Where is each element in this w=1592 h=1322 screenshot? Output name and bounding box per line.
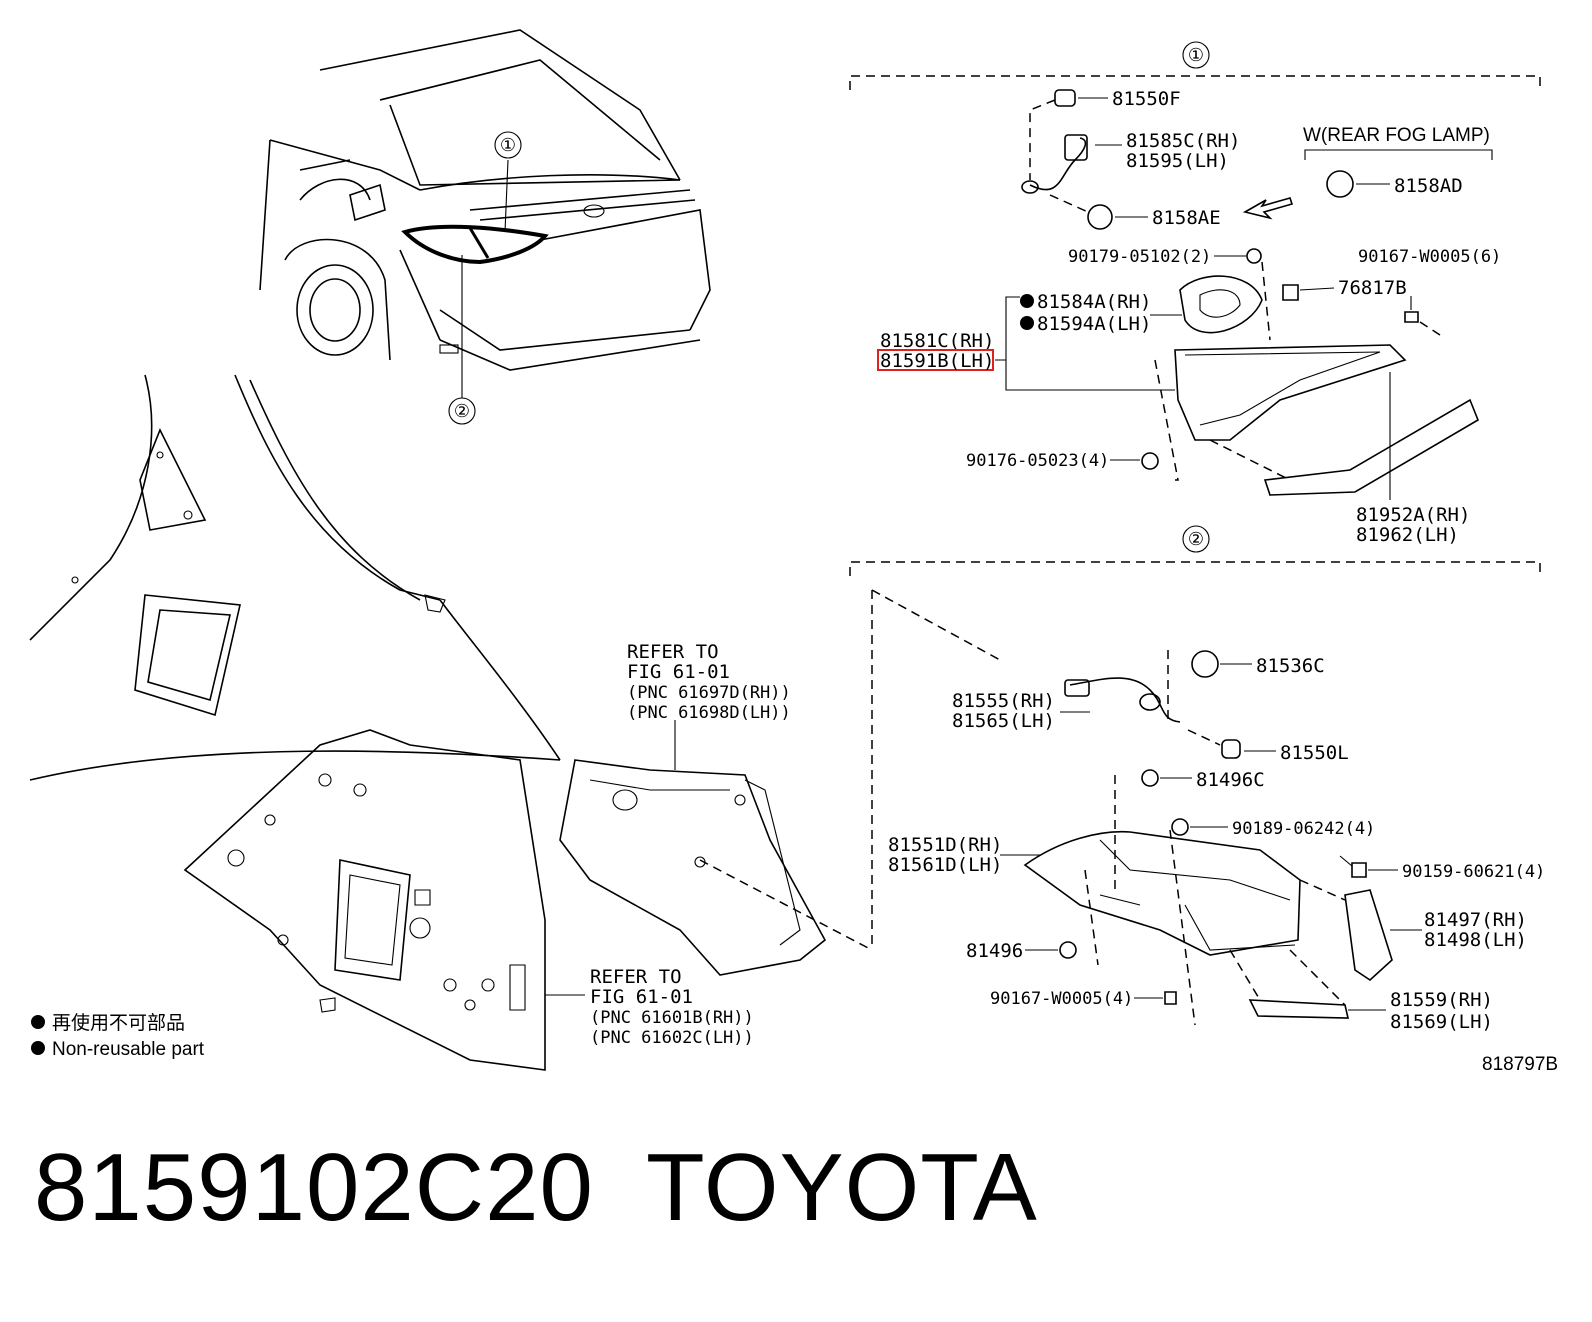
label-81536C: 81536C — [1256, 655, 1325, 677]
label-81585C: 81585C(RH) — [1126, 130, 1240, 152]
refer-lower-line1: REFER TO — [590, 966, 682, 988]
legend: 再使用不可部品 Non-reusable part — [31, 1012, 205, 1060]
label-81497: 81497(RH) — [1424, 909, 1527, 931]
refer-upper-line4: (PNC 61698D(LH)) — [627, 703, 791, 723]
callout-2-number: ② — [454, 401, 470, 421]
rear-fog-lamp-note: W(REAR FOG LAMP) — [1303, 125, 1490, 146]
refer-lower-line4: (PNC 61602C(LH)) — [590, 1028, 754, 1048]
label-81952A: 81952A(RH) — [1356, 504, 1470, 526]
group-1-section: ① 81550F 81585C(RH) 81595(LH) 8158AE W(R… — [849, 41, 1541, 546]
label-81550F: 81550F — [1112, 88, 1181, 110]
callout-1-number: ① — [500, 135, 516, 155]
refer-upper-line1: REFER TO — [627, 641, 719, 663]
label-90167-W0005-4: 90167-W0005(4) — [990, 989, 1133, 1009]
callout-1-circle — [494, 131, 522, 159]
group-2-number: ② — [1188, 529, 1204, 549]
refer-upper-line2: FIG 61-01 — [627, 661, 730, 683]
label-90159-60621: 90159-60621(4) — [1402, 862, 1545, 882]
group-2-circle — [1182, 525, 1210, 553]
refer-lower-line2: FIG 61-01 — [590, 986, 693, 1008]
label-81581C: 81581C(RH) — [880, 330, 994, 352]
label-76817B: 76817B — [1338, 277, 1407, 299]
label-90179-05102: 90179-05102(2) — [1068, 247, 1211, 267]
refer-upper-line3: (PNC 61697D(RH)) — [627, 683, 791, 703]
legend-cn-text: 再使用不可部品 — [52, 1012, 185, 1034]
refer-note-upper: REFER TO FIG 61-01 (PNC 61697D(RH)) (PNC… — [627, 641, 791, 723]
illustration-code: 818797B — [1482, 1054, 1558, 1075]
label-81569: 81569(LH) — [1390, 1011, 1493, 1033]
group-1-number: ① — [1188, 45, 1204, 65]
label-81595: 81595(LH) — [1126, 150, 1229, 172]
label-81565: 81565(LH) — [952, 710, 1055, 732]
label-8158AD: 8158AD — [1394, 175, 1463, 197]
highlight-box — [877, 349, 994, 371]
legend-bullet-en — [31, 1041, 45, 1055]
label-81551D: 81551D(RH) — [888, 834, 1002, 856]
label-90189-06242: 90189-06242(4) — [1232, 819, 1375, 839]
label-81559: 81559(RH) — [1390, 989, 1493, 1011]
legend-bullet-cn — [31, 1015, 45, 1029]
legend-en-text: Non-reusable part — [52, 1039, 205, 1060]
label-81496: 81496 — [966, 940, 1023, 962]
group-1-circle — [1182, 41, 1210, 69]
callout-2-circle — [448, 397, 476, 425]
part-number-title: 8159102C20 — [34, 1134, 594, 1241]
label-90167-W0005-6: 90167-W0005(6) — [1358, 247, 1501, 267]
brand-name: TOYOTA — [646, 1134, 1038, 1241]
label-81550L: 81550L — [1280, 742, 1349, 764]
label-81962: 81962(LH) — [1356, 524, 1459, 546]
refer-note-lower: REFER TO FIG 61-01 (PNC 61601B(RH)) (PNC… — [590, 966, 754, 1048]
label-81594A: 81594A(LH) — [1037, 313, 1151, 335]
car-overview-illustration: ① ② — [259, 29, 711, 425]
label-81584A: 81584A(RH) — [1037, 291, 1151, 313]
refer-lower-line3: (PNC 61601B(RH)) — [590, 1008, 754, 1028]
label-81496C: 81496C — [1196, 769, 1265, 791]
trim-panel-illustration — [559, 720, 827, 976]
label-8158AE: 8158AE — [1152, 207, 1221, 229]
label-81591B-highlighted: 81591B(LH) — [880, 350, 994, 372]
label-81561D: 81561D(LH) — [888, 854, 1002, 876]
group-2-section: ② 81536C 81555(RH) 81565(LH) 81550L 8149… — [699, 525, 1545, 1033]
label-81555: 81555(RH) — [952, 690, 1055, 712]
quarter-panel-illustration — [29, 374, 585, 1071]
label-81498: 81498(LH) — [1424, 929, 1527, 951]
label-90176-05023: 90176-05023(4) — [966, 451, 1109, 471]
